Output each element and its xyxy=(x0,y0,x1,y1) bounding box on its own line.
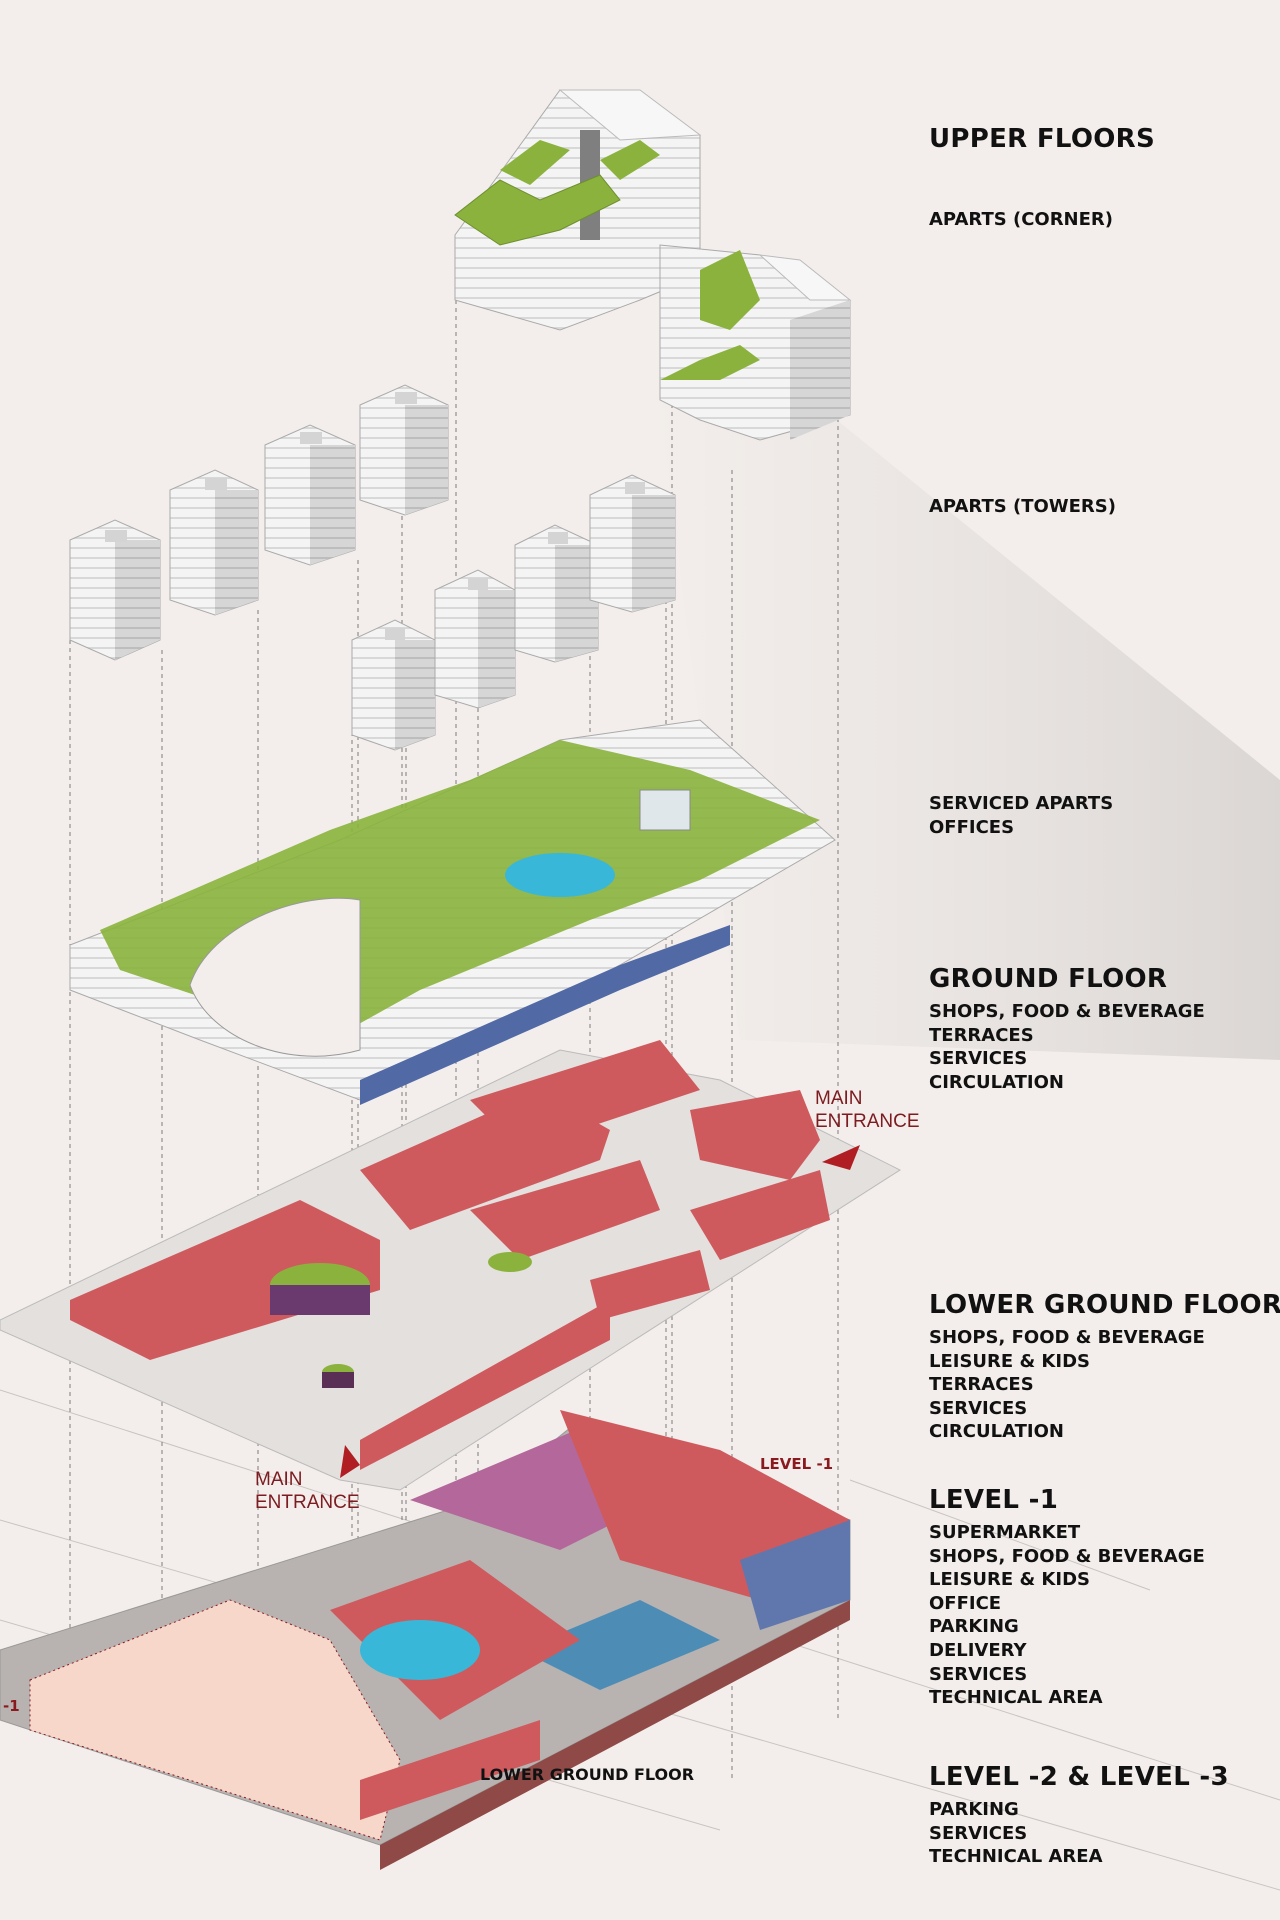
legend-item: PARKING xyxy=(929,1799,1019,1820)
lower-ground-floor-section: LOWER GROUND FLOOR SHOPS, FOOD & BEVERAG… xyxy=(929,1290,1280,1444)
level-minus-1-title: LEVEL -1 xyxy=(929,1485,1059,1515)
tower xyxy=(434,569,516,709)
podium-section: SERVICED APARTS OFFICES xyxy=(929,792,1113,840)
tower xyxy=(589,474,676,613)
main-entrance-label-2: MAIN ENTRANCE xyxy=(255,1468,360,1514)
legend-item: SERVICES xyxy=(929,1048,1028,1070)
ground-floor-slab xyxy=(0,1040,902,1491)
legend-item: TERRACES xyxy=(929,1024,1034,1046)
level-minus-1-tag: LEVEL -1 xyxy=(760,1455,834,1473)
apart-towers-label: APARTS (TOWERS) xyxy=(929,496,1116,517)
legend-item: SERVICES xyxy=(929,1822,1028,1844)
legend-item: CIRCULATION xyxy=(929,1421,1064,1443)
upper-floors-section: UPPER FLOORS xyxy=(929,124,1155,154)
tower xyxy=(264,424,356,566)
lower-ground-floor-tag: LOWER GROUND FLOOR xyxy=(480,1765,695,1784)
tower xyxy=(351,619,436,751)
main-entrance-line: ENTRANCE xyxy=(815,1111,920,1132)
tower xyxy=(359,384,449,516)
levels-minus-2-3-section: LEVEL -2 & LEVEL -3 PARKING SERVICES TEC… xyxy=(929,1762,1229,1869)
podium-label: SERVICED APARTS xyxy=(929,793,1114,814)
main-entrance-line: MAIN xyxy=(255,1469,303,1490)
legend-item: CIRCULATION xyxy=(929,1071,1064,1093)
apartment-towers xyxy=(69,384,676,751)
upper-floors-title: UPPER FLOORS xyxy=(929,124,1156,154)
legend-item: PARKING xyxy=(929,1616,1019,1638)
legend-item: TECHNICAL AREA xyxy=(929,1687,1103,1709)
main-entrance-label-1: MAIN ENTRANCE xyxy=(815,1087,920,1133)
edge-level-tag: -1 xyxy=(3,1697,20,1715)
legend-item: LEISURE & KIDS xyxy=(929,1569,1090,1591)
legend-item: TECHNICAL AREA xyxy=(929,1846,1103,1868)
tower xyxy=(69,519,161,661)
level-minus-1-slab xyxy=(0,1410,851,1870)
legend-item: SUPERMARKET xyxy=(929,1522,1081,1543)
lower-ground-floor-title: LOWER GROUND FLOOR xyxy=(929,1290,1280,1320)
legend-item: LEISURE & KIDS xyxy=(929,1350,1090,1372)
legend-item: SHOPS, FOOD & BEVERAGE xyxy=(929,1001,1205,1022)
legend-item: TERRACES xyxy=(929,1374,1034,1396)
main-entrance-line: ENTRANCE xyxy=(255,1492,360,1513)
legend-item: OFFICE xyxy=(929,1592,1002,1614)
legend-item: SERVICES xyxy=(929,1663,1028,1685)
level-minus-1-section: LEVEL -1 SUPERMARKET SHOPS, FOOD & BEVER… xyxy=(929,1485,1205,1710)
corner-apartments-block xyxy=(454,89,852,441)
legend-item: DELIVERY xyxy=(929,1639,1027,1661)
main-entrance-line: MAIN xyxy=(815,1088,863,1109)
legend-item: SERVICES xyxy=(929,1397,1028,1419)
ground-floor-title: GROUND FLOOR xyxy=(929,964,1168,994)
legend: UPPER FLOORS APARTS (CORNER) APARTS (TOW… xyxy=(929,0,1280,1920)
legend-item: SHOPS, FOOD & BEVERAGE xyxy=(929,1545,1205,1567)
podium-level xyxy=(69,719,836,1105)
apart-corner-section: APARTS (CORNER) xyxy=(929,208,1113,232)
apart-towers-section: APARTS (TOWERS) xyxy=(929,495,1116,519)
levels-minus-2-3-title: LEVEL -2 & LEVEL -3 xyxy=(929,1762,1229,1792)
tower xyxy=(169,469,259,616)
legend-item: SHOPS, FOOD & BEVERAGE xyxy=(929,1327,1205,1348)
podium-label: OFFICES xyxy=(929,817,1015,838)
tower xyxy=(514,524,599,663)
apart-corner-label: APARTS (CORNER) xyxy=(929,209,1114,230)
ground-floor-section: GROUND FLOOR SHOPS, FOOD & BEVERAGE TERR… xyxy=(929,964,1205,1094)
